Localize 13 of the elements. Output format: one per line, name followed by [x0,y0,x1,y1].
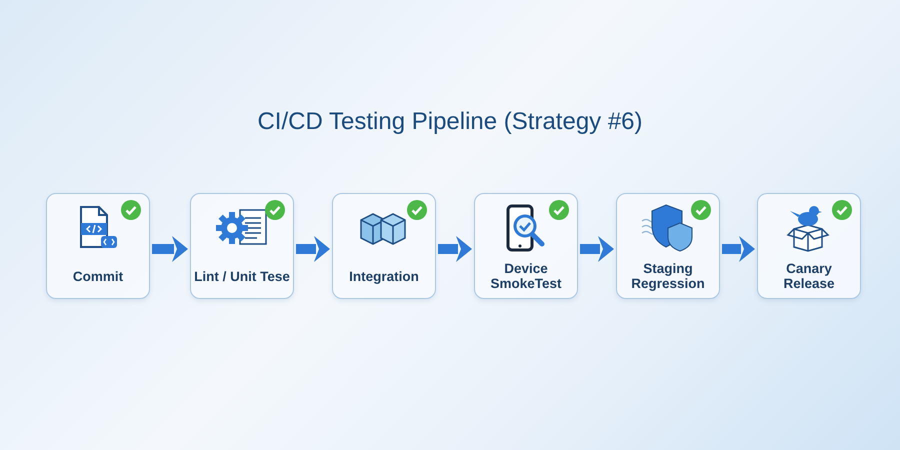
process-box [757,193,861,299]
process-box [332,193,436,299]
process-box [190,193,294,299]
process-box [616,193,720,299]
process-box [474,193,578,299]
step-label: Staging Regression [630,261,706,291]
step-label: Lint / Unit Tese [194,268,290,284]
diagram-title: CI/CD Testing Pipeline (Strategy #6) [257,108,643,136]
step-label: Canary Release [782,261,836,291]
step-label: Commit [72,268,124,284]
step-label: Device SmokeTest [489,261,563,291]
process-box [46,193,150,299]
step-label: Integration [349,268,419,284]
